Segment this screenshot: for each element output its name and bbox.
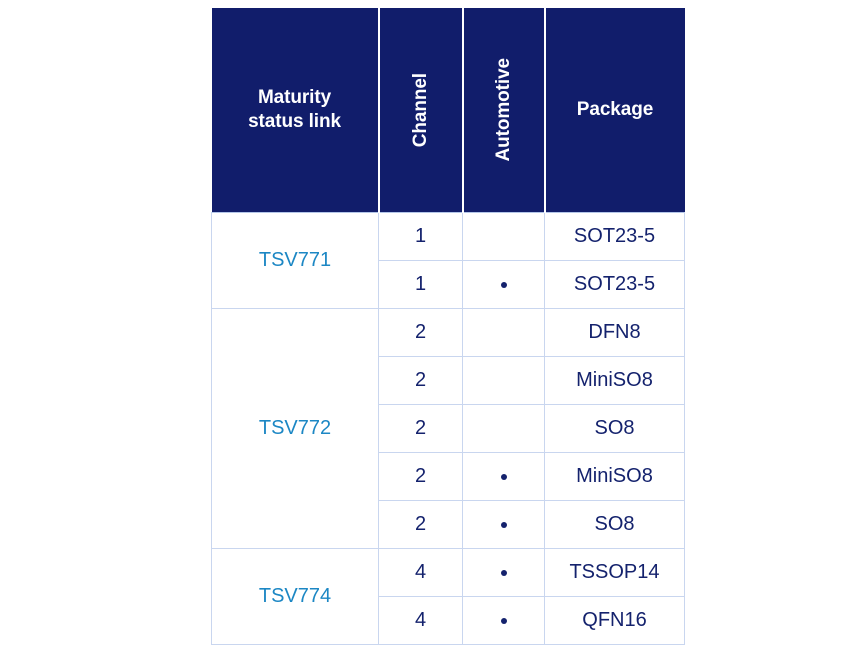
automotive-bullet-icon — [500, 569, 507, 576]
package-cell: SOT23-5 — [544, 212, 685, 261]
channel-cell: 4 — [378, 596, 463, 645]
table-header: Maturity status link Channel Automotive — [211, 8, 685, 213]
table-row: 2 SO8 — [212, 500, 685, 549]
automotive-cell — [462, 548, 545, 597]
maturity-status-link-tsv774[interactable]: TSV774 — [211, 548, 379, 645]
automotive-bullet-icon — [500, 521, 507, 528]
automotive-cell — [462, 260, 545, 309]
column-header-package: Package — [543, 8, 685, 213]
automotive-bullet-icon — [500, 473, 507, 480]
maturity-status-link-tsv772[interactable]: TSV772 — [211, 308, 379, 549]
channel-cell: 2 — [378, 500, 463, 549]
table-row: 2 MiniSO8 — [212, 452, 685, 501]
automotive-cell — [462, 452, 545, 501]
automotive-cell — [462, 404, 545, 453]
package-cell: QFN16 — [544, 596, 685, 645]
package-cell: SO8 — [544, 404, 685, 453]
automotive-cell — [462, 308, 545, 357]
column-header-channel-label: Channel — [409, 72, 431, 148]
automotive-bullet-icon — [500, 617, 507, 624]
channel-cell: 2 — [378, 356, 463, 405]
automotive-cell — [462, 596, 545, 645]
automotive-bullet-icon — [500, 281, 507, 288]
automotive-cell — [462, 212, 545, 261]
channel-cell: 1 — [378, 212, 463, 261]
maturity-status-link-tsv771[interactable]: TSV771 — [211, 212, 379, 309]
channel-cell: 2 — [378, 308, 463, 357]
column-header-automotive: Automotive — [461, 8, 546, 213]
column-header-automotive-label: Automotive — [492, 58, 514, 162]
automotive-cell — [462, 500, 545, 549]
column-header-package-label: Package — [576, 99, 654, 121]
package-cell: SO8 — [544, 500, 685, 549]
automotive-cell — [462, 356, 545, 405]
column-header-maturity-line1: Maturity — [257, 87, 332, 109]
channel-cell: 4 — [378, 548, 463, 597]
channel-cell: 1 — [378, 260, 463, 309]
package-cell: TSSOP14 — [544, 548, 685, 597]
column-header-maturity-status-link: Maturity status link — [211, 8, 380, 213]
column-header-maturity-line2: status link — [248, 111, 341, 132]
column-header-channel: Channel — [377, 8, 464, 213]
channel-cell: 2 — [378, 452, 463, 501]
table-row: 1 SOT23-5 — [212, 260, 685, 309]
channel-cell: 2 — [378, 404, 463, 453]
package-cell: MiniSO8 — [544, 452, 685, 501]
package-cell: SOT23-5 — [544, 260, 685, 309]
package-cell: DFN8 — [544, 308, 685, 357]
table-row: 2 MiniSO8 — [212, 356, 685, 405]
table-row: 4 QFN16 — [212, 596, 685, 645]
product-selection-table: Maturity status link Channel Automotive — [211, 8, 685, 645]
package-cell: MiniSO8 — [544, 356, 685, 405]
table-row: 2 SO8 — [212, 404, 685, 453]
header-row: Maturity status link Channel Automotive — [211, 8, 685, 213]
